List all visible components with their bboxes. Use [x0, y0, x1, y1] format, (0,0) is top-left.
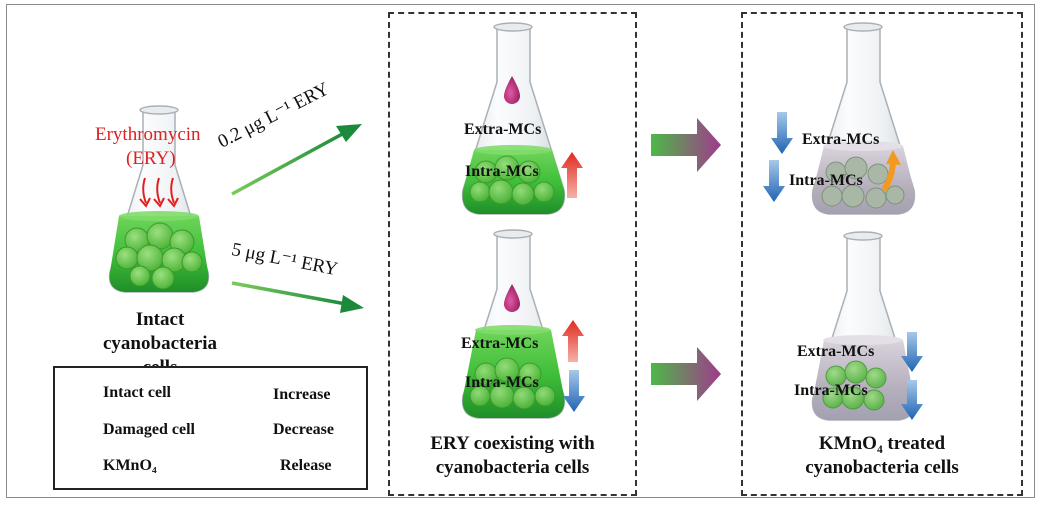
- legend-damaged-cell: Damaged cell: [103, 421, 195, 438]
- dose-arrow-low: [231, 124, 362, 196]
- increase-arrow-icon: [561, 152, 583, 198]
- decrease-arrow-icon: [901, 332, 923, 372]
- legend-release: Release: [280, 457, 332, 474]
- intact-cell-cluster: [115, 222, 203, 290]
- decrease-arrow-icon: [763, 160, 785, 202]
- increase-arrow-icon: [562, 320, 584, 362]
- outer-frame: [6, 4, 1035, 498]
- process-arrow-bottom: [651, 347, 721, 401]
- decrease-arrow-icon: [771, 112, 793, 154]
- kmno4-drop-icon: [504, 76, 520, 104]
- decrease-arrow-icon: [563, 370, 585, 412]
- process-arrow-top: [651, 118, 721, 172]
- extra-mcs-label: Extra-MCs: [461, 335, 539, 352]
- kmno4-flask-top: [763, 22, 916, 215]
- extra-mcs-label: Extra-MCs: [797, 343, 875, 360]
- intra-mcs-label: Intra-MCs: [465, 163, 539, 180]
- legend-intact-cell: Intact cell: [103, 384, 171, 401]
- panel-ery-coexisting: [388, 12, 637, 496]
- kmno4-flask-bottom: [811, 231, 923, 421]
- damaged-cell-cluster: [821, 156, 905, 209]
- coexist-caption: ERY coexisting with cyanobacteria cells: [430, 433, 595, 478]
- panel-kmno4-treated: [741, 12, 1023, 496]
- treatment-name: Erythromycin: [95, 124, 201, 145]
- legend-increase: Increase: [273, 386, 331, 403]
- coexist-flask-bottom: [461, 229, 585, 419]
- intra-mcs-label: Intra-MCs: [465, 374, 539, 391]
- dose-arrow-high: [231, 281, 364, 313]
- coexist-flask-top: [461, 22, 583, 215]
- treatment-arrow-icons: [139, 177, 179, 208]
- release-arrow-icon: [881, 150, 901, 192]
- treatment-abbrev: (ERY): [126, 148, 176, 169]
- legend-decrease: Decrease: [273, 421, 334, 438]
- kmno4-drop-icon: [504, 284, 520, 312]
- legend: [53, 366, 368, 490]
- extra-mcs-label: Extra-MCs: [464, 121, 542, 138]
- kmno4-caption: KMnO₄ treated cyanobacteria cells: [805, 433, 959, 478]
- intra-mcs-label: Intra-MCs: [789, 172, 863, 189]
- intra-mcs-label: Intra-MCs: [794, 382, 868, 399]
- legend-kmno4: KMnO₄: [103, 457, 157, 474]
- extra-mcs-label: Extra-MCs: [802, 131, 880, 148]
- intact-flask: [108, 105, 210, 293]
- decrease-arrow-icon: [901, 380, 923, 420]
